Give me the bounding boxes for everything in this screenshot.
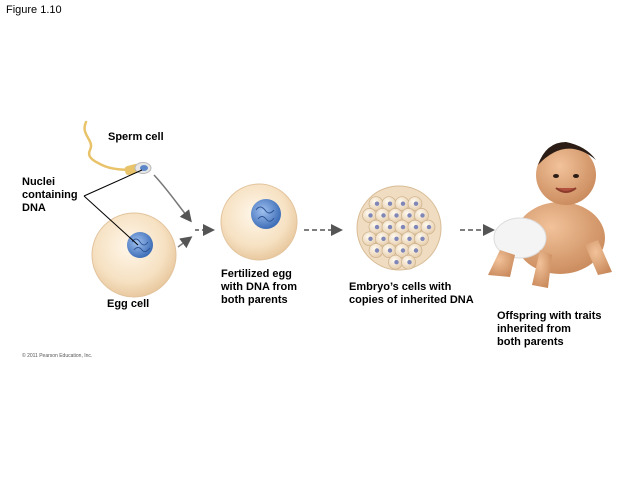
sperm-cell-illustration (83, 120, 152, 176)
embryo-cell-nucleus (368, 213, 373, 218)
embryo-cell-nucleus (413, 224, 419, 230)
embryo-cell-nucleus (387, 248, 393, 253)
embryo-cell-nucleus (374, 201, 380, 206)
embryo-cell-nucleus (413, 248, 419, 253)
sperm-cell-label: Sperm cell (108, 131, 164, 143)
embryo-cell-nucleus (413, 201, 419, 206)
embryo-cell-nucleus (426, 224, 432, 230)
embryo-cell-nucleus (420, 213, 425, 218)
embryo-cell-nucleus (400, 248, 406, 253)
fertilized-egg-illustration (220, 183, 298, 261)
nuclei-label: Nuclei containing DNA (22, 176, 78, 214)
egg-cell-illustration (91, 212, 177, 298)
offspring-label: Offspring with traits inherited from bot… (497, 310, 602, 348)
embryo-label: Embryo’s cells with copies of inherited … (349, 281, 474, 306)
embryo-cell-nucleus (381, 213, 386, 218)
embryo-illustration (356, 185, 442, 271)
embryo-cell-nucleus (394, 213, 399, 218)
sperm-to-zygote-arrow (153, 174, 192, 223)
embryo-cell-nucleus (387, 201, 393, 206)
embryo-cell-nucleus (374, 224, 380, 230)
copyright-notice: © 2011 Pearson Education, Inc. (22, 353, 93, 359)
egg-cell-label: Egg cell (107, 298, 150, 310)
embryo-cell-nucleus (381, 236, 386, 241)
embryo-cell-nucleus (407, 213, 412, 218)
embryo-cell-nucleus (394, 236, 399, 241)
embryo-cell-nucleus (387, 224, 393, 230)
egg-to-zygote-arrow (177, 236, 193, 249)
embryo-cell-nucleus (407, 236, 412, 241)
embryo-cell-nucleus (400, 224, 406, 230)
figure-title: Figure 1.10 (6, 4, 62, 16)
embryo-cell-nucleus (400, 201, 406, 206)
fertilized-egg-label: Fertilized egg with DNA from both parent… (221, 268, 297, 306)
embryo-cell-nucleus (394, 260, 399, 265)
embryo-cell-nucleus (368, 236, 373, 241)
embryo-cell-nucleus (374, 248, 380, 253)
embryo-cell-nucleus (420, 236, 425, 241)
nuclei-pointer-lines (83, 169, 143, 246)
baby-illustration (488, 142, 612, 288)
embryo-cell-nucleus (407, 260, 412, 265)
